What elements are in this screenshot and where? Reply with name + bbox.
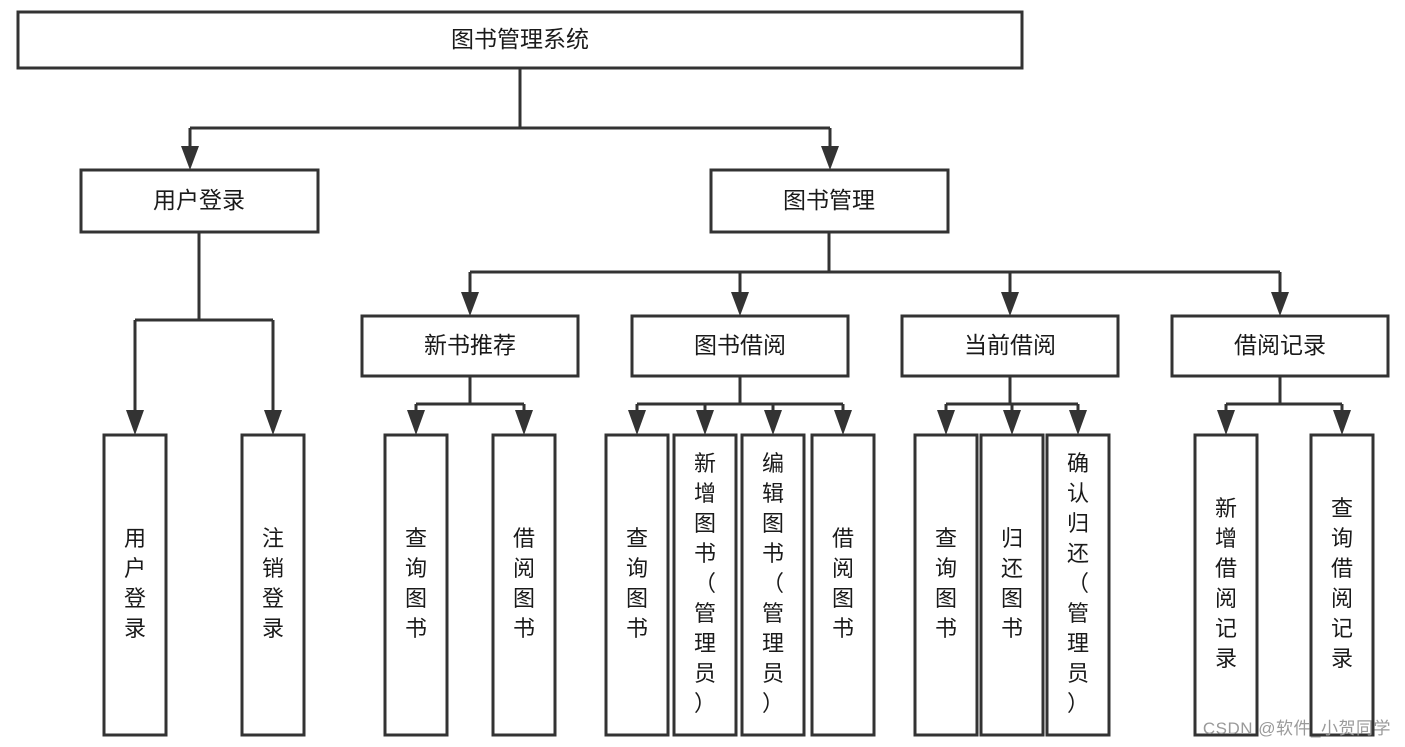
node-borrow-record-label: 借阅记录 <box>1234 332 1326 358</box>
node-book-borrow-label: 图书借阅 <box>694 332 786 358</box>
csdn-watermark: CSDN @软件_小贺同学 <box>1202 719 1391 738</box>
node-leaf-user-logout[interactable]: 注销登录 <box>240 433 306 737</box>
node-leaf-return-book[interactable]: 归还图书 <box>979 433 1045 737</box>
node-borrow-record[interactable]: 借阅记录 <box>1170 314 1390 378</box>
node-leaf-edit-book-label: 编辑图书（管理员） <box>762 451 784 716</box>
node-current-borrow[interactable]: 当前借阅 <box>900 314 1120 378</box>
node-leaf-add-book[interactable]: 新增图书（管理员） <box>672 433 738 737</box>
node-book-manage-label: 图书管理 <box>783 187 875 213</box>
node-leaf-query-book-3-label: 查询图书 <box>935 526 957 641</box>
node-leaf-user-logout-label: 注销登录 <box>262 526 284 641</box>
connector-root-to-level2 <box>181 68 839 170</box>
connector-bookmanage-to-level3 <box>461 232 1289 316</box>
node-leaf-confirm-return-label: 确认归还（管理员） <box>1067 451 1089 716</box>
node-new-book-rec[interactable]: 新书推荐 <box>360 314 580 378</box>
node-leaf-add-book-label: 新增图书（管理员） <box>694 451 716 716</box>
node-new-book-rec-label: 新书推荐 <box>424 332 516 358</box>
node-leaf-query-book-1[interactable]: 查询图书 <box>383 433 449 737</box>
node-leaf-return-book-label: 归还图书 <box>1001 526 1023 641</box>
node-leaf-add-record-label: 新增借阅记录 <box>1215 496 1237 671</box>
node-user-login-label: 用户登录 <box>153 187 245 213</box>
node-leaf-query-record[interactable]: 查询借阅记录 <box>1309 433 1375 737</box>
node-leaf-query-book-2[interactable]: 查询图书 <box>604 433 670 737</box>
node-leaf-query-book-3[interactable]: 查询图书 <box>913 433 979 737</box>
node-user-login[interactable]: 用户登录 <box>79 168 320 234</box>
node-leaf-borrow-book-1-label: 借阅图书 <box>513 526 535 641</box>
node-book-manage[interactable]: 图书管理 <box>709 168 950 234</box>
node-leaf-confirm-return[interactable]: 确认归还（管理员） <box>1045 433 1111 737</box>
node-leaf-query-book-1-label: 查询图书 <box>405 526 427 641</box>
node-leaf-user-login-label: 用户登录 <box>124 526 146 641</box>
node-leaf-user-login[interactable]: 用户登录 <box>102 433 168 737</box>
node-current-borrow-label: 当前借阅 <box>964 332 1056 358</box>
connector-currentborrow-to-leaves <box>937 376 1087 435</box>
node-leaf-borrow-book-2[interactable]: 借阅图书 <box>810 433 876 737</box>
connector-newbook-to-leaves <box>407 376 533 435</box>
connector-bookborrow-to-leaves <box>628 376 852 435</box>
node-book-borrow[interactable]: 图书借阅 <box>630 314 850 378</box>
node-leaf-add-record[interactable]: 新增借阅记录 <box>1193 433 1259 737</box>
node-leaf-query-book-2-label: 查询图书 <box>626 526 648 641</box>
node-leaf-borrow-book-1[interactable]: 借阅图书 <box>491 433 557 737</box>
node-root-system[interactable]: 图书管理系统 <box>16 10 1024 70</box>
node-root-system-label: 图书管理系统 <box>451 26 589 52</box>
node-leaf-query-record-label: 查询借阅记录 <box>1331 496 1353 671</box>
node-leaf-borrow-book-2-label: 借阅图书 <box>832 526 854 641</box>
node-leaf-edit-book[interactable]: 编辑图书（管理员） <box>740 433 806 737</box>
connector-userlogin-to-leaves <box>126 232 282 435</box>
connector-borrowrecord-to-leaves <box>1217 376 1351 435</box>
